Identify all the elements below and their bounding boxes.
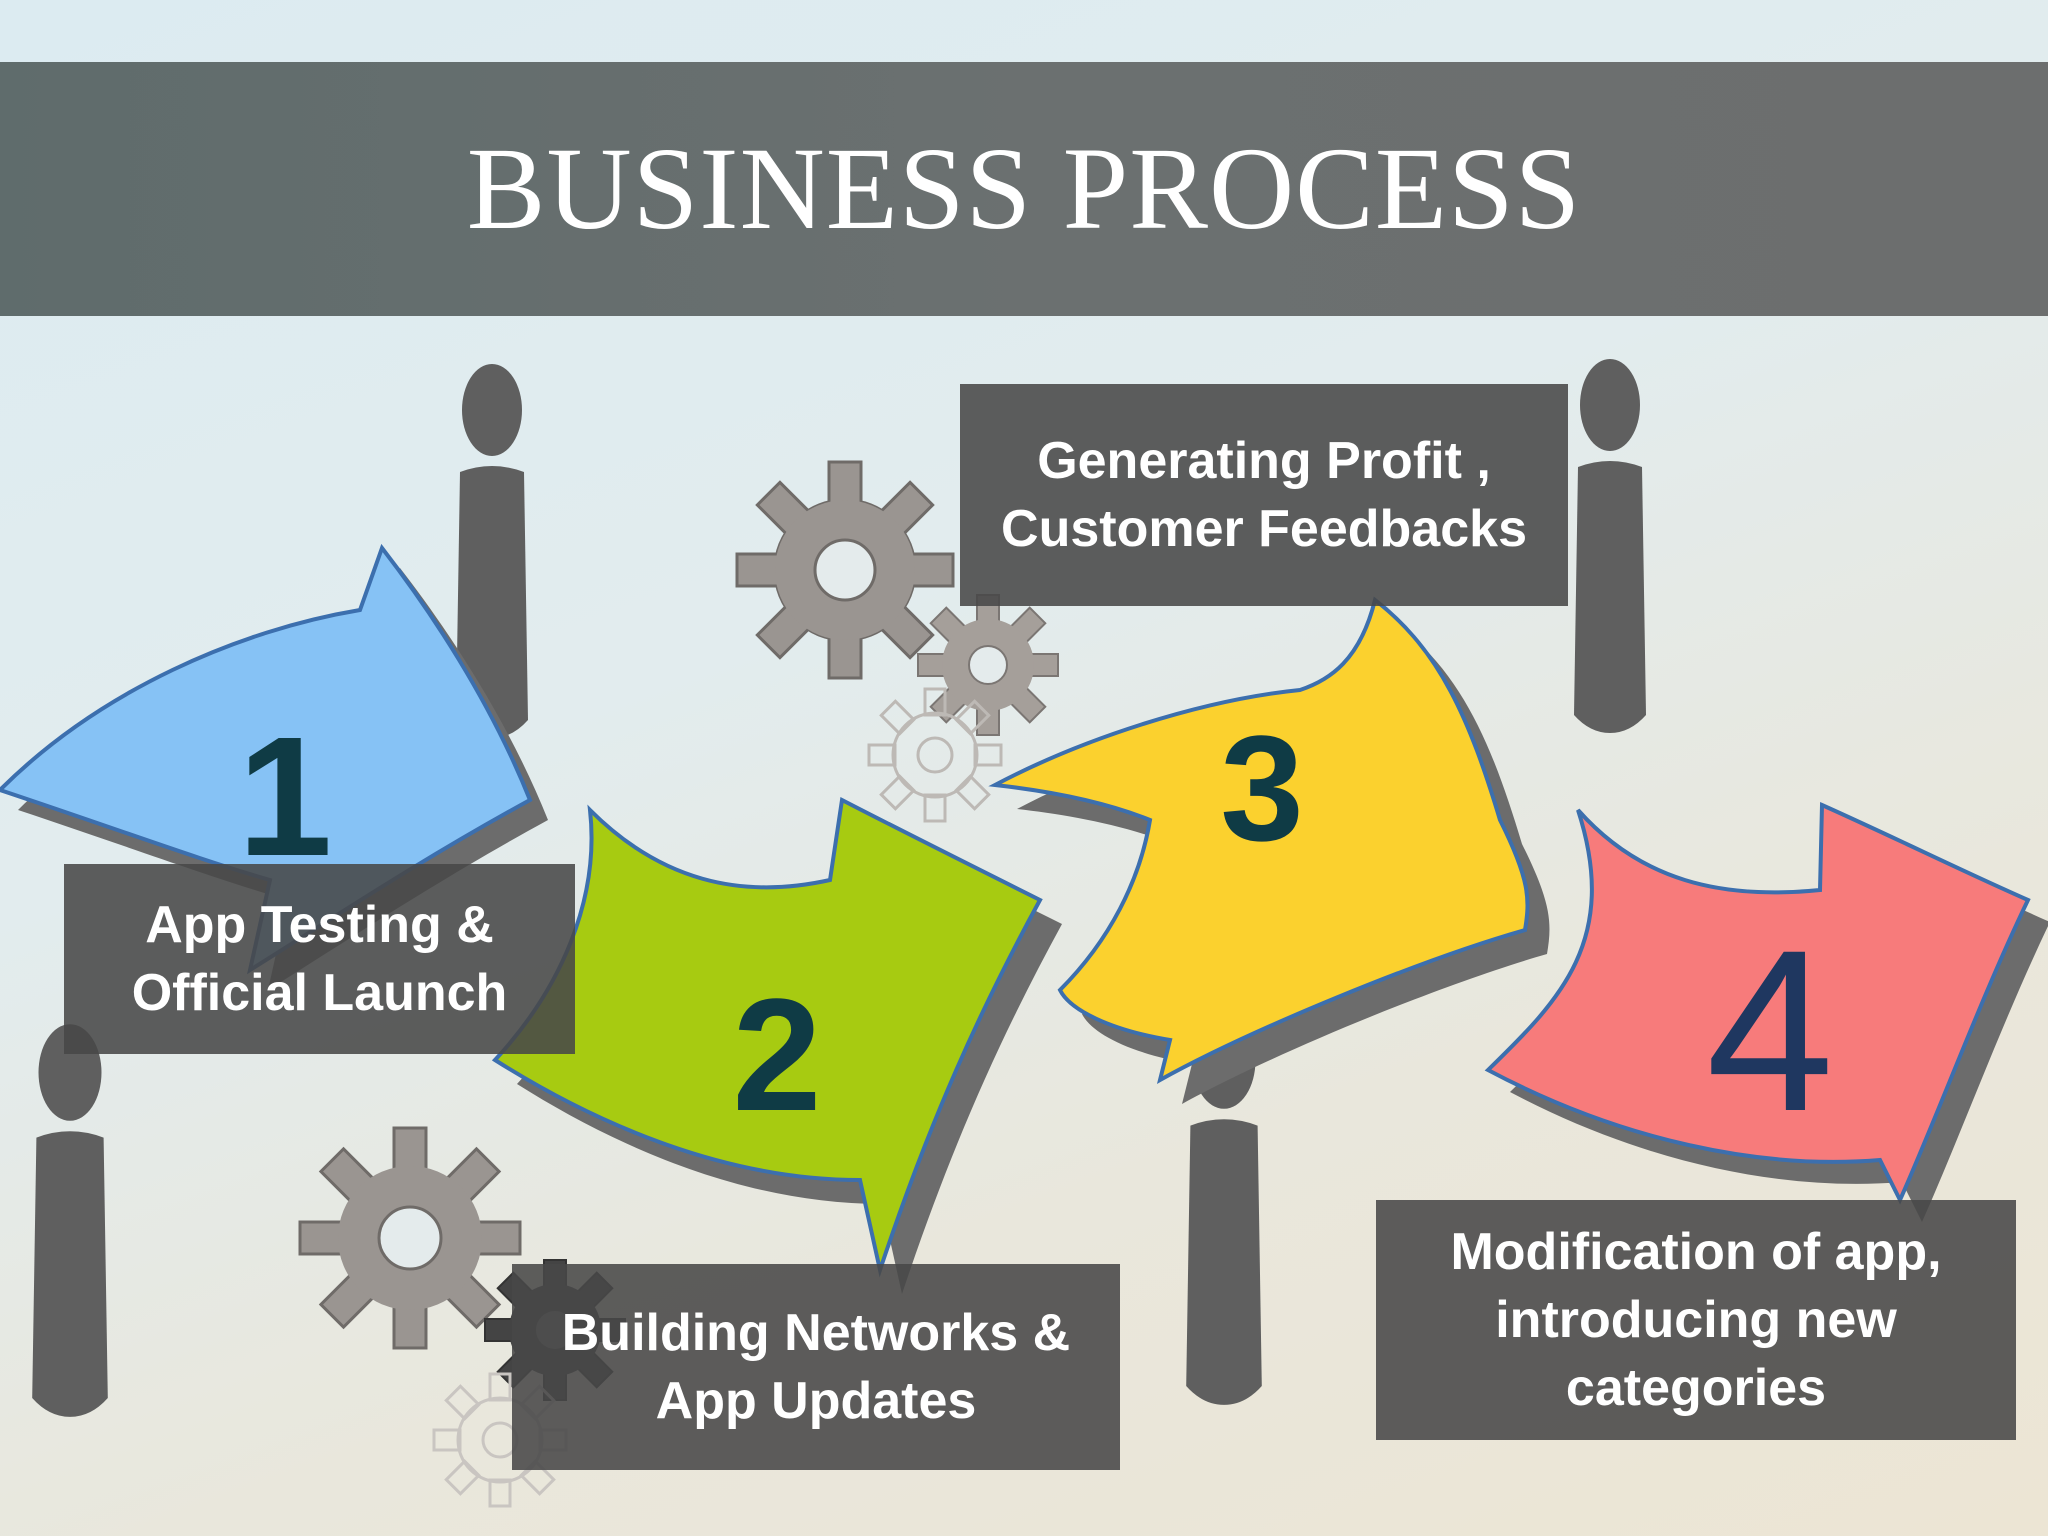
step-4-number: 4 xyxy=(1706,902,1834,1159)
gear-icon xyxy=(867,687,1003,823)
step-2-label-line: Building Networks & xyxy=(561,1304,1071,1362)
step-1-label-line: Official Launch xyxy=(131,964,508,1022)
step-3-number: 3 xyxy=(1220,704,1303,872)
step-3-label-line: Customer Feedbacks xyxy=(1001,500,1527,558)
step-3-label-line: Generating Profit , xyxy=(1037,432,1491,490)
gear-icon xyxy=(735,460,955,680)
person-icon xyxy=(32,1024,108,1417)
title-bar: BUSINESS PROCESS xyxy=(0,62,2048,316)
page-title: BUSINESS PROCESS xyxy=(466,123,1582,254)
step-3-arrow xyxy=(988,596,1550,1104)
step-2-label: Building Networks & App Updates xyxy=(512,1264,1120,1470)
person-icon xyxy=(1574,359,1646,733)
step-4-label-line: introducing new xyxy=(1495,1291,1897,1349)
step-2-label-line: App Updates xyxy=(655,1372,977,1430)
step-4-label: Modification of app, introducing new cat… xyxy=(1376,1200,2016,1440)
step-1-label: App Testing & Official Launch xyxy=(64,864,575,1054)
step-4-label-line: categories xyxy=(1565,1359,1827,1417)
step-3-label: Generating Profit , Customer Feedbacks xyxy=(960,384,1568,606)
step-1-label-line: App Testing & xyxy=(145,896,494,954)
step-4-arrow xyxy=(1484,801,2048,1222)
gear-icon xyxy=(917,594,1059,736)
step-1-number: 1 xyxy=(238,702,333,892)
step-2-number: 2 xyxy=(733,965,822,1144)
step-2-arrow xyxy=(491,796,1062,1294)
step-4-label-line: Modification of app, xyxy=(1450,1223,1942,1281)
gear-icon xyxy=(298,1126,522,1350)
